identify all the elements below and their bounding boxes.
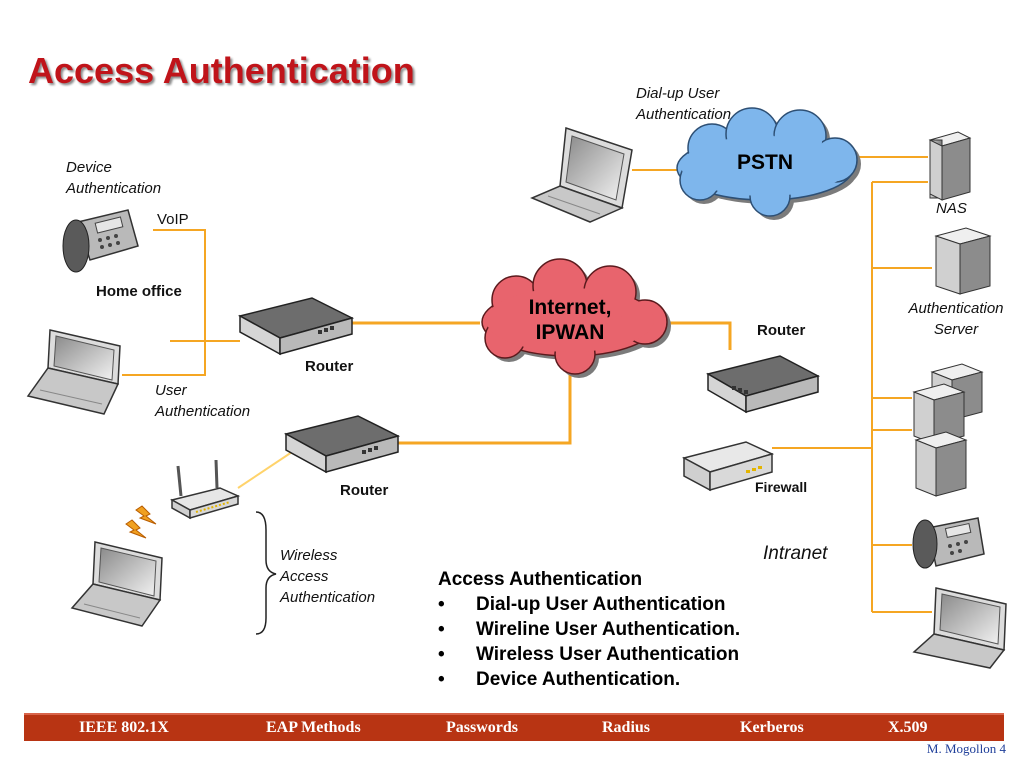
connection-lines (122, 156, 932, 613)
firewall-label: Firewall (755, 479, 808, 495)
dialup-user-auth-label: Dial-up User Authentication (636, 85, 732, 123)
page-title: Access Authentication (28, 50, 415, 91)
server-cluster-icon (912, 363, 984, 497)
device-auth-label: Device Authentication (66, 159, 162, 197)
footer-item-passwords[interactable]: Passwords (446, 719, 519, 736)
voip-label: VoIP (157, 211, 189, 228)
internet-cloud (481, 258, 671, 378)
router-icon (283, 415, 401, 474)
user-auth-label: User Authentication (155, 382, 251, 420)
intranet-label: Intranet (763, 543, 828, 564)
laptop-icon (912, 587, 1007, 669)
ip-phone-icon (912, 517, 985, 569)
home-office-label: Home office (96, 283, 182, 300)
summary-item: Wireline User Authentication. (438, 617, 740, 642)
router-label: Router (757, 322, 806, 339)
wireless-access-point-icon (169, 459, 241, 520)
summary-heading: Access Authentication (438, 569, 643, 590)
laptop-icon (530, 126, 633, 223)
laptop-icon (26, 329, 121, 415)
footer-item-kerberos[interactable]: Kerberos (740, 719, 804, 736)
summary-item: Dial-up User Authentication (438, 592, 740, 617)
nas-server-icon (928, 131, 972, 201)
wireless-signal-icon (125, 505, 157, 539)
router-icon (237, 297, 355, 356)
wireless-access-auth-label: Wireless Access Authentication (280, 547, 376, 606)
firewall-icon (681, 441, 775, 492)
footer-nav-bar: IEEE 802.1X EAP Methods Passwords Radius… (24, 713, 1004, 741)
footer-item-radius[interactable]: Radius (602, 719, 651, 736)
wireless-brace (255, 511, 277, 635)
footer-item-eap-methods[interactable]: EAP Methods (266, 719, 361, 736)
summary-item: Wireless User Authentication (438, 642, 740, 667)
footer-item-x509[interactable]: X.509 (888, 719, 928, 736)
internet-label: Internet, IPWAN (528, 296, 612, 344)
laptop-icon (70, 541, 163, 627)
router-label: Router (340, 482, 389, 499)
footer-item-ieee8021x[interactable]: IEEE 802.1X (79, 719, 169, 736)
slide-credit: M. Mogollon 4 (926, 741, 1006, 756)
summary-list: Access Authentication Dial-up User Authe… (438, 567, 740, 692)
auth-server-label: Authentication Server (908, 300, 1004, 338)
authentication-server-icon (934, 227, 992, 295)
router-label: Router (305, 358, 354, 375)
ip-phone-icon (62, 209, 139, 273)
router-icon (706, 355, 821, 414)
pstn-label: PSTN (736, 151, 793, 174)
nas-label: NAS (936, 200, 967, 217)
pstn-cloud (676, 107, 861, 220)
summary-item: Device Authentication. (438, 667, 740, 692)
